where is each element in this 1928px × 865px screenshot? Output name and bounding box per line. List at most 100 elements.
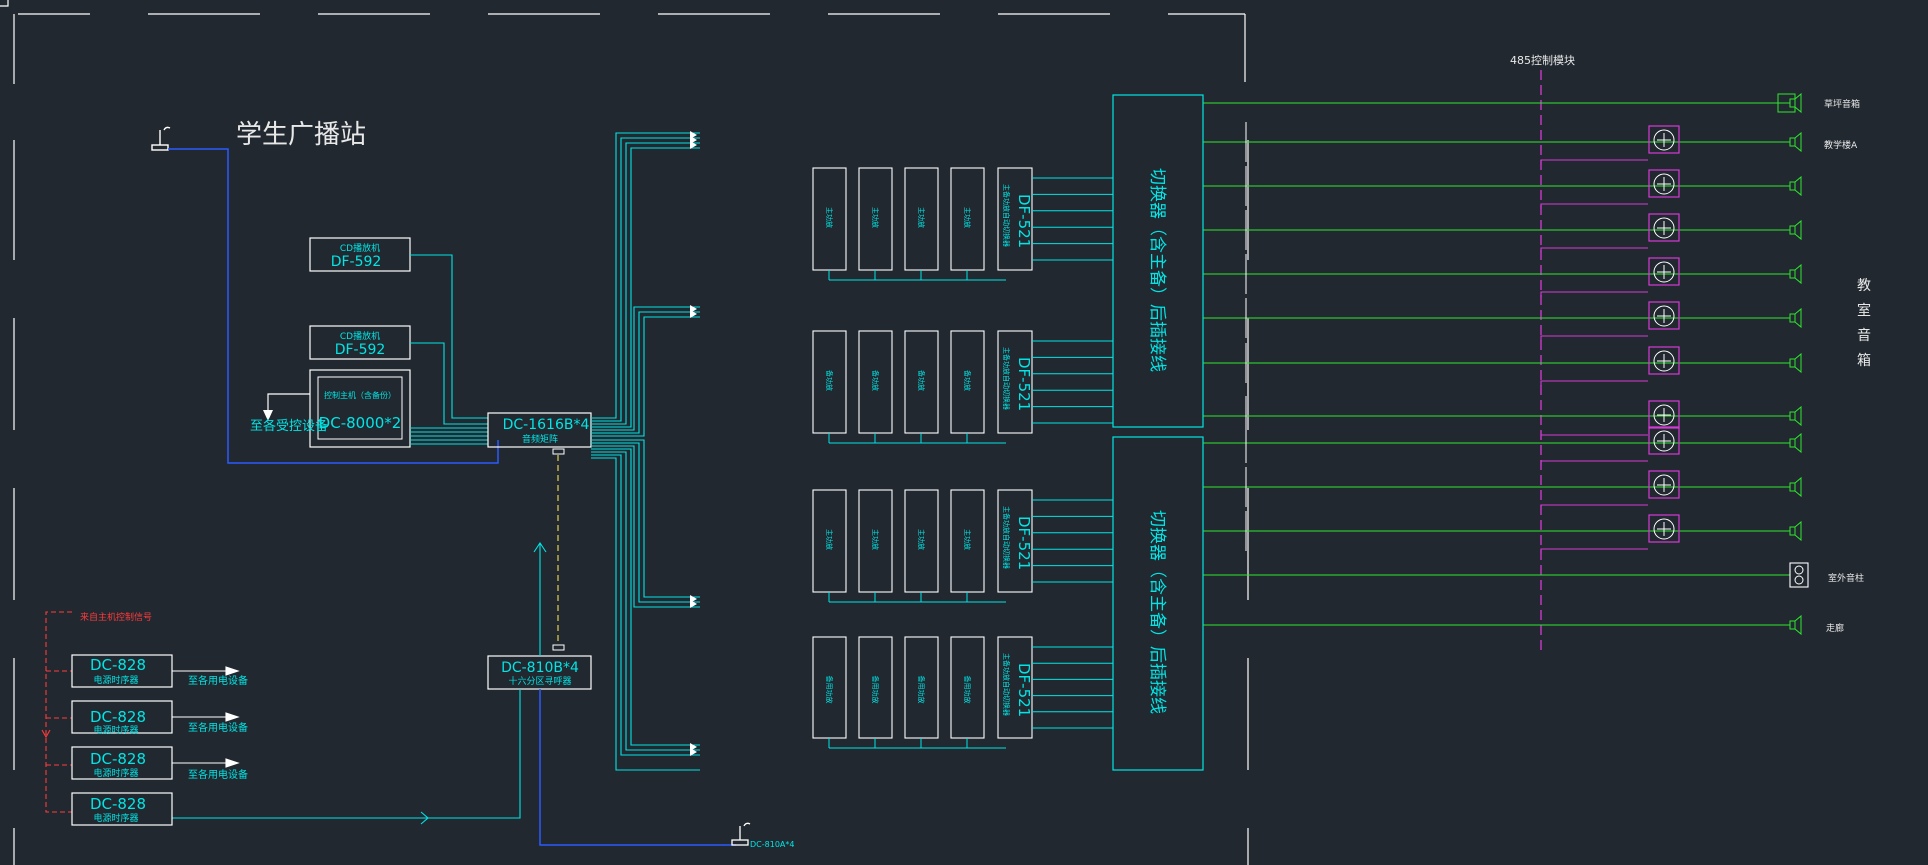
- speaker-icon[interactable]: [1789, 269, 1796, 279]
- red-signal-bus: [45, 611, 72, 813]
- speaker-line-2: [1203, 122, 1802, 162]
- audio-matrix-label: 音频矩阵: [522, 433, 558, 445]
- speaker-icon[interactable]: [1789, 137, 1796, 147]
- volume-knob-icon: [1653, 350, 1675, 372]
- lawn-speaker-box-icon: [1777, 93, 1796, 113]
- volume-control-5[interactable]: [1540, 301, 1680, 341]
- amplifier-label: 备功放: [917, 370, 926, 391]
- speaker-corridor-label: 走廊: [1826, 622, 1844, 634]
- cd-player-1-model: DF-592: [331, 254, 382, 270]
- amplifier-label: 主功放: [917, 207, 926, 228]
- speaker-line-4: [1203, 210, 1802, 250]
- speaker-icon[interactable]: [1789, 526, 1796, 536]
- column-speaker-icon[interactable]: [1789, 562, 1809, 588]
- sequencer-3-model: DC-828: [90, 750, 146, 768]
- volume-control-7[interactable]: [1540, 400, 1680, 440]
- speaker-top-label: 草坪音箱: [1824, 98, 1860, 110]
- classroom-label-1: 教: [1857, 278, 1871, 294]
- mic2-line: [539, 689, 736, 846]
- amplifier-label: 备用功放: [963, 676, 972, 704]
- volume-knob-icon: [1653, 217, 1675, 239]
- speaker-teaching-a-label: 教学楼A: [1824, 139, 1858, 151]
- sequencer-1-label: 电源时序器: [93, 674, 138, 686]
- paging-station[interactable]: DC-810B*4 十六分区寻呼器: [487, 655, 592, 690]
- volume-control-6[interactable]: [1540, 346, 1680, 386]
- volume-control-1[interactable]: [1540, 125, 1680, 165]
- paging-lines: [172, 542, 547, 825]
- auto-switch-box[interactable]: [997, 489, 1033, 593]
- auto-switch-box[interactable]: [997, 330, 1033, 434]
- speaker-icon[interactable]: [1789, 482, 1796, 492]
- volume-knob-icon: [1653, 261, 1675, 283]
- cd-player-1[interactable]: CD播放机 DF-592: [309, 237, 411, 272]
- speaker-line-12: [1203, 562, 1809, 588]
- control-host[interactable]: 控制主机（含备份） DC-8000*2: [309, 369, 411, 448]
- sequencer-3-note: 至各用电设备: [188, 768, 248, 781]
- speaker-cone-icon: [1794, 575, 1804, 585]
- paging-station-model: DC-810B*4: [501, 660, 579, 676]
- auto-switch-box[interactable]: [997, 167, 1033, 271]
- amplifier-label: 主功放: [963, 207, 972, 228]
- volume-control-8[interactable]: [1540, 426, 1680, 466]
- microphone-icon: [151, 126, 171, 151]
- mic-line: [168, 148, 499, 464]
- speaker-horn-icon: [1794, 219, 1802, 241]
- speaker-horn-icon: [1794, 432, 1802, 454]
- speaker-icon[interactable]: [1789, 181, 1796, 191]
- sequencer-2-note: 至各用电设备: [188, 721, 248, 734]
- volume-knob-icon: [1653, 518, 1675, 540]
- sequencer-1[interactable]: DC-828 电源时序器 至各用电设备: [71, 654, 248, 688]
- sequencer-1-note: 至各用电设备: [188, 674, 248, 687]
- speaker-horn-icon: [1794, 131, 1802, 153]
- volume-control-9[interactable]: [1540, 470, 1680, 510]
- sequencer-2[interactable]: DC-828 电源时序器 至各用电设备: [71, 700, 248, 736]
- classroom-label-4: 箱: [1857, 353, 1871, 369]
- volume-control-3[interactable]: [1540, 213, 1680, 253]
- switcher-1[interactable]: 切换器（含主备）后插接线: [1112, 94, 1204, 428]
- speaker-line-3: [1203, 166, 1802, 206]
- volume-control-2[interactable]: [1540, 169, 1680, 209]
- speaker-horn-icon: [1794, 263, 1802, 285]
- speaker-horn-icon: [1794, 175, 1802, 197]
- volume-control-4[interactable]: [1540, 257, 1680, 297]
- volume-control-10[interactable]: [1540, 514, 1680, 554]
- cd-player-2-model: DF-592: [335, 342, 386, 358]
- speaker-icon[interactable]: [1789, 411, 1796, 421]
- speaker-horn-icon: [1794, 307, 1802, 329]
- speaker-cone-icon: [1794, 565, 1804, 575]
- volume-knob-icon: [1653, 404, 1675, 426]
- speaker-icon[interactable]: [1789, 620, 1796, 630]
- matrix-port: [552, 448, 565, 455]
- cd-player-2[interactable]: CD播放机 DF-592: [309, 325, 411, 360]
- amplifier-label: 备用功放: [871, 676, 880, 704]
- audio-matrix[interactable]: DC-1616B*4 音频矩阵: [487, 412, 592, 448]
- classroom-label-2: 室: [1857, 302, 1871, 319]
- volume-knob-icon: [1653, 129, 1675, 151]
- speaker-line-8: [1203, 396, 1802, 436]
- sequencer-3-label: 电源时序器: [93, 767, 138, 779]
- mic2-label: DC-810A*4: [750, 840, 794, 849]
- sequencer-4[interactable]: DC-828 电源时序器: [71, 792, 173, 826]
- switcher-2[interactable]: 切换器（含主备）后插接线: [1112, 436, 1204, 771]
- auto-switch-model: DF-521: [1015, 663, 1033, 717]
- speaker-icon[interactable]: [1789, 225, 1796, 235]
- sequencer-1-model: DC-828: [90, 656, 146, 674]
- speaker-horn-icon: [1794, 92, 1802, 114]
- speaker-icon[interactable]: [1789, 358, 1796, 368]
- sequencer-3[interactable]: DC-828 电源时序器 至各用电设备: [71, 746, 248, 781]
- auto-switch-box[interactable]: [997, 636, 1033, 739]
- amplifier-label: 主功放: [825, 207, 834, 228]
- cd-player-1-label: CD播放机: [340, 242, 380, 254]
- control-host-model: DC-8000*2: [319, 414, 402, 432]
- amplifier-label: 主功放: [825, 529, 834, 550]
- auto-switch-label: 主备功放自动切换器: [1002, 184, 1011, 247]
- audio-matrix-model: DC-1616B*4: [503, 417, 590, 433]
- speaker-icon[interactable]: [1789, 438, 1796, 448]
- diagram-title: 学生广播站: [236, 120, 366, 150]
- speaker-icon[interactable]: [1789, 313, 1796, 323]
- sequencer-4-model: DC-828: [90, 795, 146, 813]
- control-module-label: 485控制模块: [1510, 53, 1575, 67]
- controller-note: 至各受控设备: [250, 418, 328, 434]
- speaker-icon[interactable]: [1789, 98, 1796, 108]
